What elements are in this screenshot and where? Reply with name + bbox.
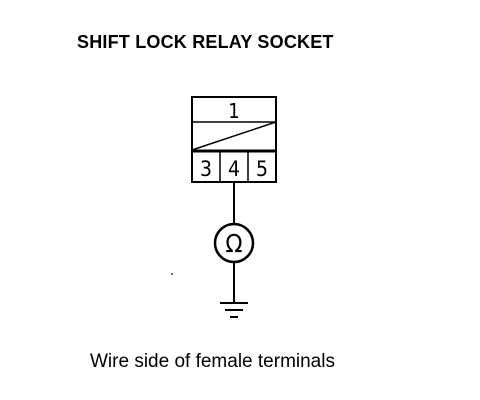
terminal-1-label: 1 (228, 99, 239, 123)
relay-connector: 1 3 4 5 (191, 96, 277, 183)
ohm-symbol: Ω (225, 229, 242, 258)
scan-speck (171, 273, 173, 275)
connector-key-line (191, 121, 277, 151)
diagram-caption: Wire side of female terminals (90, 351, 335, 372)
diagram-title: SHIFT LOCK RELAY SOCKET (77, 32, 334, 52)
terminal-5-label: 5 (256, 157, 268, 181)
ohmmeter-icon: Ω (213, 222, 255, 264)
terminal-4-label: 4 (228, 157, 240, 181)
ground-symbol-icon (220, 302, 248, 318)
terminal-3-label: 3 (200, 157, 212, 181)
